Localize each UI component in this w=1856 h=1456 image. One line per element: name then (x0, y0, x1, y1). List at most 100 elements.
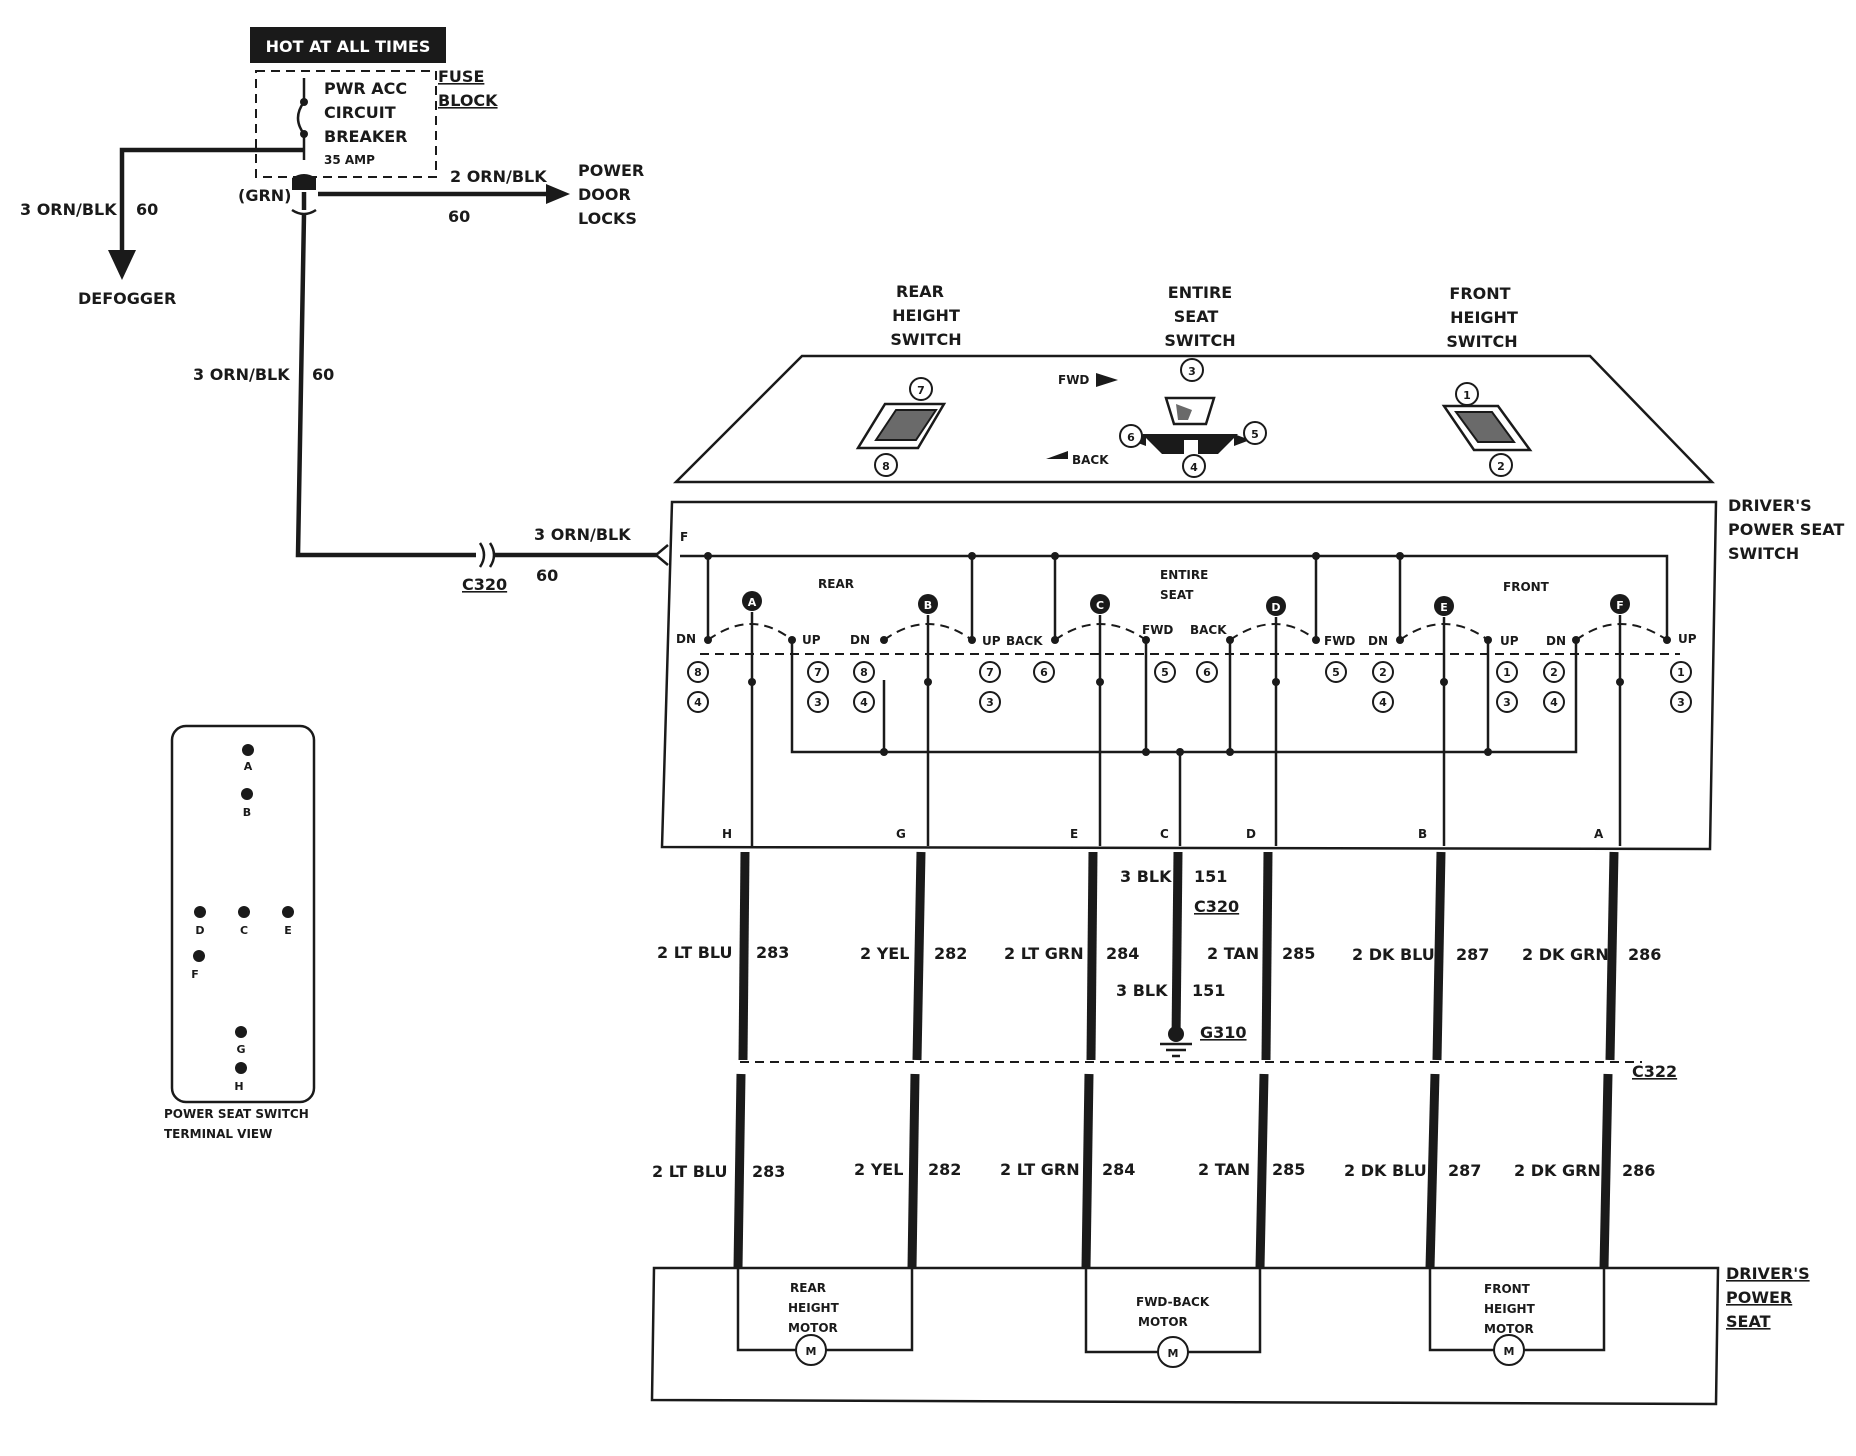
switch-box-f-terminal: F (680, 530, 688, 544)
output-a: A (1594, 827, 1604, 841)
contact-up-1: UP (802, 633, 821, 647)
switch-letter-b: B (924, 599, 932, 612)
switch-letter-c: C (1096, 599, 1104, 612)
fwd-label: FWD (1058, 373, 1089, 387)
wire-5-circuit-lower: 287 (1448, 1161, 1481, 1180)
door-label-2: DOOR (578, 185, 631, 204)
terminal-pin-g: G (236, 1043, 245, 1056)
contact-dn-1: DN (676, 632, 696, 646)
wire-6-circuit-lower: 286 (1622, 1161, 1655, 1180)
terminal-pin-b: B (243, 806, 251, 819)
pos-d-back-6: 6 (1203, 666, 1211, 679)
contact-back-2: BACK (1190, 623, 1227, 637)
rear-motor-label-3: MOTOR (788, 1321, 838, 1335)
ground-wire-circuit-2: 151 (1192, 981, 1225, 1000)
terminal-view: A B D C E F G H POWER SEAT SWITCH TERMIN… (164, 724, 316, 1141)
pos-f-dn-4: 4 (1550, 696, 1558, 709)
front-switch-num-1: 1 (1463, 389, 1471, 402)
fwd-back-motor-label-1: FWD-BACK (1136, 1295, 1210, 1309)
ground-c320-label: C320 (1194, 897, 1239, 916)
grn-connector-bottom (291, 208, 317, 216)
defogger-label: DEFOGGER (78, 289, 176, 308)
front-motor-label-1: FRONT (1484, 1282, 1531, 1296)
pos-a-up-7: 7 (814, 666, 822, 679)
c322-label: C322 (1632, 1062, 1677, 1081)
wire-4-color-lower: 2 TAN (1198, 1160, 1250, 1179)
output-b: B (1418, 827, 1427, 841)
terminal-pin-e: E (284, 924, 292, 937)
rear-motor-label-2: HEIGHT (788, 1301, 840, 1315)
front-motor-m: M (1504, 1345, 1515, 1358)
pos-b-dn-8: 8 (860, 666, 868, 679)
front-motor-label-3: MOTOR (1484, 1322, 1534, 1336)
output-d: D (1246, 827, 1256, 841)
front-switch-label-1: FRONT (1449, 284, 1510, 303)
fwd-back-motor-loop (1084, 1268, 1262, 1354)
contact-dn-3: DN (1368, 634, 1388, 648)
output-g: G (896, 827, 906, 841)
switch-box-title-2: POWER SEAT (1728, 520, 1844, 539)
switch-letter-f: F (1616, 599, 1624, 612)
contact-fwd-1: FWD (1142, 623, 1173, 637)
pos-c-fwd-5: 5 (1161, 666, 1169, 679)
fwd-back-motor-label-2: MOTOR (1138, 1315, 1188, 1329)
rear-motor-symbol (795, 1334, 827, 1366)
ground-wire-color: 3 BLK (1120, 867, 1172, 886)
door-locks-arrow (546, 184, 570, 204)
pos-f-dn-2: 2 (1550, 666, 1558, 679)
pos-e-up-3: 3 (1503, 696, 1511, 709)
wire-2-color-upper: 2 YEL (860, 944, 909, 963)
switch-entire-label-1: ENTIRE (1160, 568, 1208, 582)
wire-6-circuit-upper: 286 (1628, 945, 1661, 964)
pos-f-up-3: 3 (1677, 696, 1685, 709)
rear-switch-label-2: HEIGHT (892, 306, 960, 325)
drivers-power-seat: DRIVER'S POWER SEAT M REAR HEIGHT MOTOR … (650, 1264, 1810, 1406)
rear-motor-label-1: REAR (790, 1281, 826, 1295)
wire-2-color-lower: 2 YEL (854, 1160, 903, 1179)
breaker-line-2: CIRCUIT (324, 103, 396, 122)
pos-b-dn-4: 4 (860, 696, 868, 709)
output-c: C (1160, 827, 1169, 841)
switch-front-label: FRONT (1503, 580, 1550, 594)
entire-switch-num-3: 3 (1188, 365, 1196, 378)
ground-wire-color-2: 3 BLK (1116, 981, 1168, 1000)
wire-4-color-upper: 2 TAN (1207, 944, 1259, 963)
entire-switch-num-4: 4 (1190, 461, 1198, 474)
switch-box-outline (660, 500, 1718, 851)
seat-outline (650, 1266, 1720, 1406)
switch-rear-label: REAR (818, 577, 854, 591)
rear-switch-label-3: SWITCH (890, 330, 961, 349)
contact-up-2: UP (982, 634, 1001, 648)
wire-5-circuit-upper: 287 (1456, 945, 1489, 964)
feed-bus-top (680, 554, 1669, 640)
seat-title-3: SEAT (1726, 1312, 1771, 1331)
switch-position-numbers: 8 4 7 3 8 4 7 3 6 5 6 5 2 4 1 3 2 4 1 3 (687, 661, 1692, 713)
switch-letter-d: D (1271, 601, 1280, 614)
wire-3-color-upper: 2 LT GRN (1004, 944, 1084, 963)
seat-title-2: POWER (1726, 1288, 1792, 1307)
terminal-view-caption-1: POWER SEAT SWITCH (164, 1107, 309, 1121)
wire-2-circuit-upper: 282 (934, 944, 967, 963)
wire-5-color-lower: 2 DK BLU (1344, 1161, 1427, 1180)
switch-feed-wire (295, 213, 476, 558)
wire-6-color-lower: 2 DK GRN (1514, 1161, 1601, 1180)
breaker-line-1: PWR ACC (324, 79, 407, 98)
wire-4-circuit-upper: 285 (1282, 944, 1315, 963)
ground-bus (790, 640, 1578, 754)
pos-b-up-7: 7 (986, 666, 994, 679)
grn-connector-label: (GRN) (238, 186, 291, 205)
rear-switch-label-1: REAR (896, 282, 944, 301)
fuse-block-label-1: FUSE (438, 67, 484, 86)
rear-switch-num-8: 8 (882, 460, 890, 473)
entire-switch-num-5: 5 (1251, 428, 1259, 441)
front-switch-label-2: HEIGHT (1450, 308, 1518, 327)
contact-up-3: UP (1500, 634, 1519, 648)
pos-b-up-3: 3 (986, 696, 994, 709)
entire-switch-label-3: SWITCH (1164, 331, 1235, 350)
pos-a-dn-4: 4 (694, 696, 702, 709)
fuse-block-label-2: BLOCK (438, 91, 498, 110)
terminal-pin-c: C (240, 924, 248, 937)
rear-motor-loop (736, 1268, 914, 1352)
grn-connector (292, 174, 316, 190)
